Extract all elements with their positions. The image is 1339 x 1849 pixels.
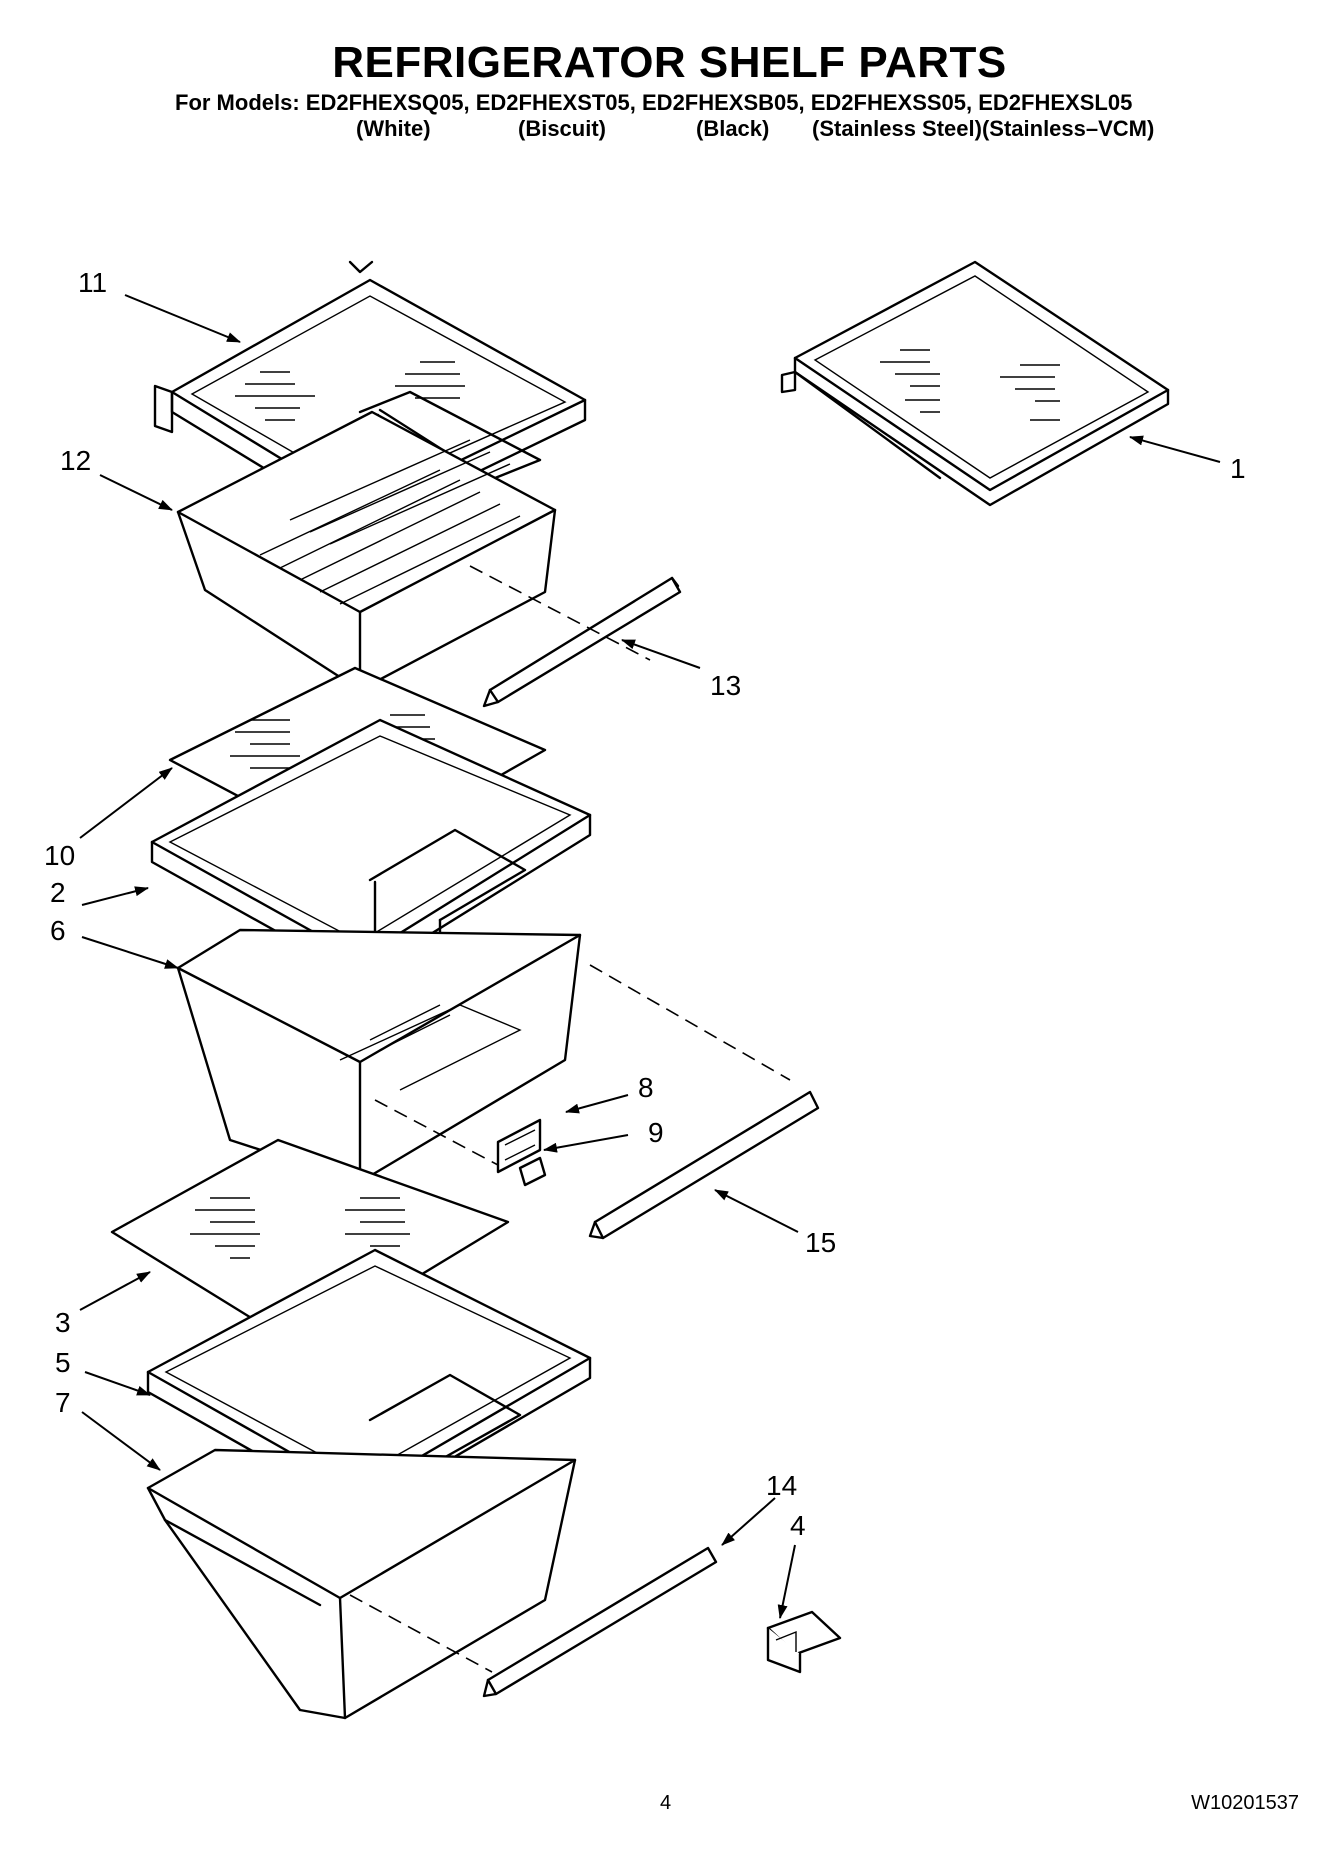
callout-15: 15 xyxy=(805,1227,836,1258)
callout-13: 13 xyxy=(710,670,741,701)
color-black: (Black) xyxy=(696,116,770,141)
callout-11: 11 xyxy=(78,267,107,298)
callout-6: 6 xyxy=(50,915,66,946)
callout-5: 5 xyxy=(55,1347,71,1378)
part-3-glass-insert xyxy=(110,1138,510,1350)
part-12-crisper-pan xyxy=(176,410,557,692)
callout-14: 14 xyxy=(766,1470,797,1501)
callout-8: 8 xyxy=(638,1072,654,1103)
color-white: (White) xyxy=(356,116,431,141)
callout-9: 9 xyxy=(648,1117,664,1148)
part-7-bottom-drawer xyxy=(146,1448,577,1720)
document-number: W10201537 xyxy=(1191,1792,1299,1814)
guide-line-13 xyxy=(469,565,651,661)
part-13-trim xyxy=(482,576,682,708)
guide-line-8 xyxy=(374,1099,499,1166)
callout-1: 1 xyxy=(1230,453,1246,484)
guide-line-14 xyxy=(349,1594,493,1673)
page-number: 4 xyxy=(660,1792,672,1814)
part-8-9-clip xyxy=(496,1118,547,1187)
part-15-trim xyxy=(588,1090,820,1240)
color-biscuit: (Biscuit) xyxy=(518,116,606,141)
callout-7: 7 xyxy=(55,1387,71,1418)
part-1-glass-shelf xyxy=(780,260,1170,507)
callout-10: 10 xyxy=(44,840,75,871)
guide-line-15-upper xyxy=(589,964,791,1081)
color-stainless: (Stainless Steel)(Stainless–VCM) xyxy=(812,116,1155,141)
callout-3: 3 xyxy=(55,1307,71,1338)
callout-12: 12 xyxy=(60,445,91,476)
part-4-clip xyxy=(766,1610,842,1674)
leader-arrows xyxy=(79,294,1221,1619)
callout-2: 2 xyxy=(50,877,66,908)
callout-4: 4 xyxy=(790,1510,806,1541)
page-title: REFRIGERATOR SHELF PARTS xyxy=(332,38,1007,87)
part-14-trim xyxy=(482,1546,718,1698)
models-line: For Models: ED2FHEXSQ05, ED2FHEXST05, ED… xyxy=(175,90,1133,115)
